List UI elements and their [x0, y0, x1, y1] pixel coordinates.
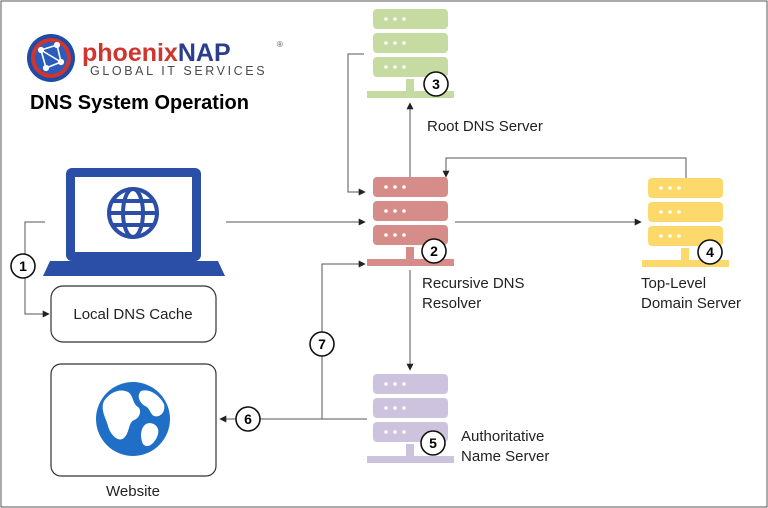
- laptop-icon: [43, 168, 225, 276]
- logo-brand-part2: NAP: [178, 39, 231, 67]
- local-dns-cache-node: Local DNS Cache: [50, 285, 217, 343]
- svg-text:phoenixNAP: phoenixNAP: [82, 39, 231, 67]
- auth-label-line2: Name Server: [461, 448, 549, 465]
- step-badge-1: 1: [10, 253, 36, 279]
- step-badge-5: 5: [420, 430, 446, 456]
- globe-icon: [107, 187, 159, 239]
- svg-text:7: 7: [318, 336, 326, 352]
- root-dns-server-label: Root DNS Server: [427, 118, 543, 135]
- arrow-tld-to-resolver: [442, 157, 687, 178]
- root-dns-server-icon: [367, 9, 454, 98]
- logo-brand-part1: phoenix: [82, 39, 178, 67]
- arrow-website-to-resolver: [321, 260, 366, 419]
- local-dns-cache-label: Local DNS Cache: [73, 306, 192, 323]
- tld-label-line1: Top-Level: [641, 275, 706, 292]
- step-badge-7: 7: [309, 331, 335, 357]
- resolver-label-line2: Resolver: [422, 295, 481, 312]
- diagram-title: DNS System Operation: [30, 92, 249, 114]
- step-badge-3: 3: [423, 71, 449, 97]
- svg-text:1: 1: [19, 258, 27, 274]
- step-badge-6: 6: [235, 406, 261, 432]
- website-node: Website: [50, 363, 217, 500]
- world-map-icon: [96, 382, 170, 456]
- resolver-label-line1: Recursive DNS: [422, 275, 525, 292]
- website-label: Website: [106, 483, 160, 500]
- svg-text:4: 4: [706, 244, 714, 260]
- arrow-root-to-resolver: [347, 53, 366, 196]
- phoenixnap-logo: phoenixNAP ® GLOBAL IT SERVICES: [27, 34, 283, 82]
- logo-tagline: GLOBAL IT SERVICES: [90, 64, 267, 78]
- svg-text:3: 3: [432, 76, 440, 92]
- auth-label-line1: Authoritative: [461, 428, 544, 445]
- tld-label-line2: Domain Server: [641, 295, 741, 312]
- svg-text:5: 5: [429, 435, 437, 451]
- svg-text:2: 2: [430, 243, 438, 259]
- logo-trademark: ®: [277, 40, 283, 49]
- svg-text:6: 6: [244, 411, 252, 427]
- step-badge-4: 4: [697, 239, 723, 265]
- step-badge-2: 2: [421, 238, 447, 264]
- authoritative-server-icon: [367, 374, 454, 463]
